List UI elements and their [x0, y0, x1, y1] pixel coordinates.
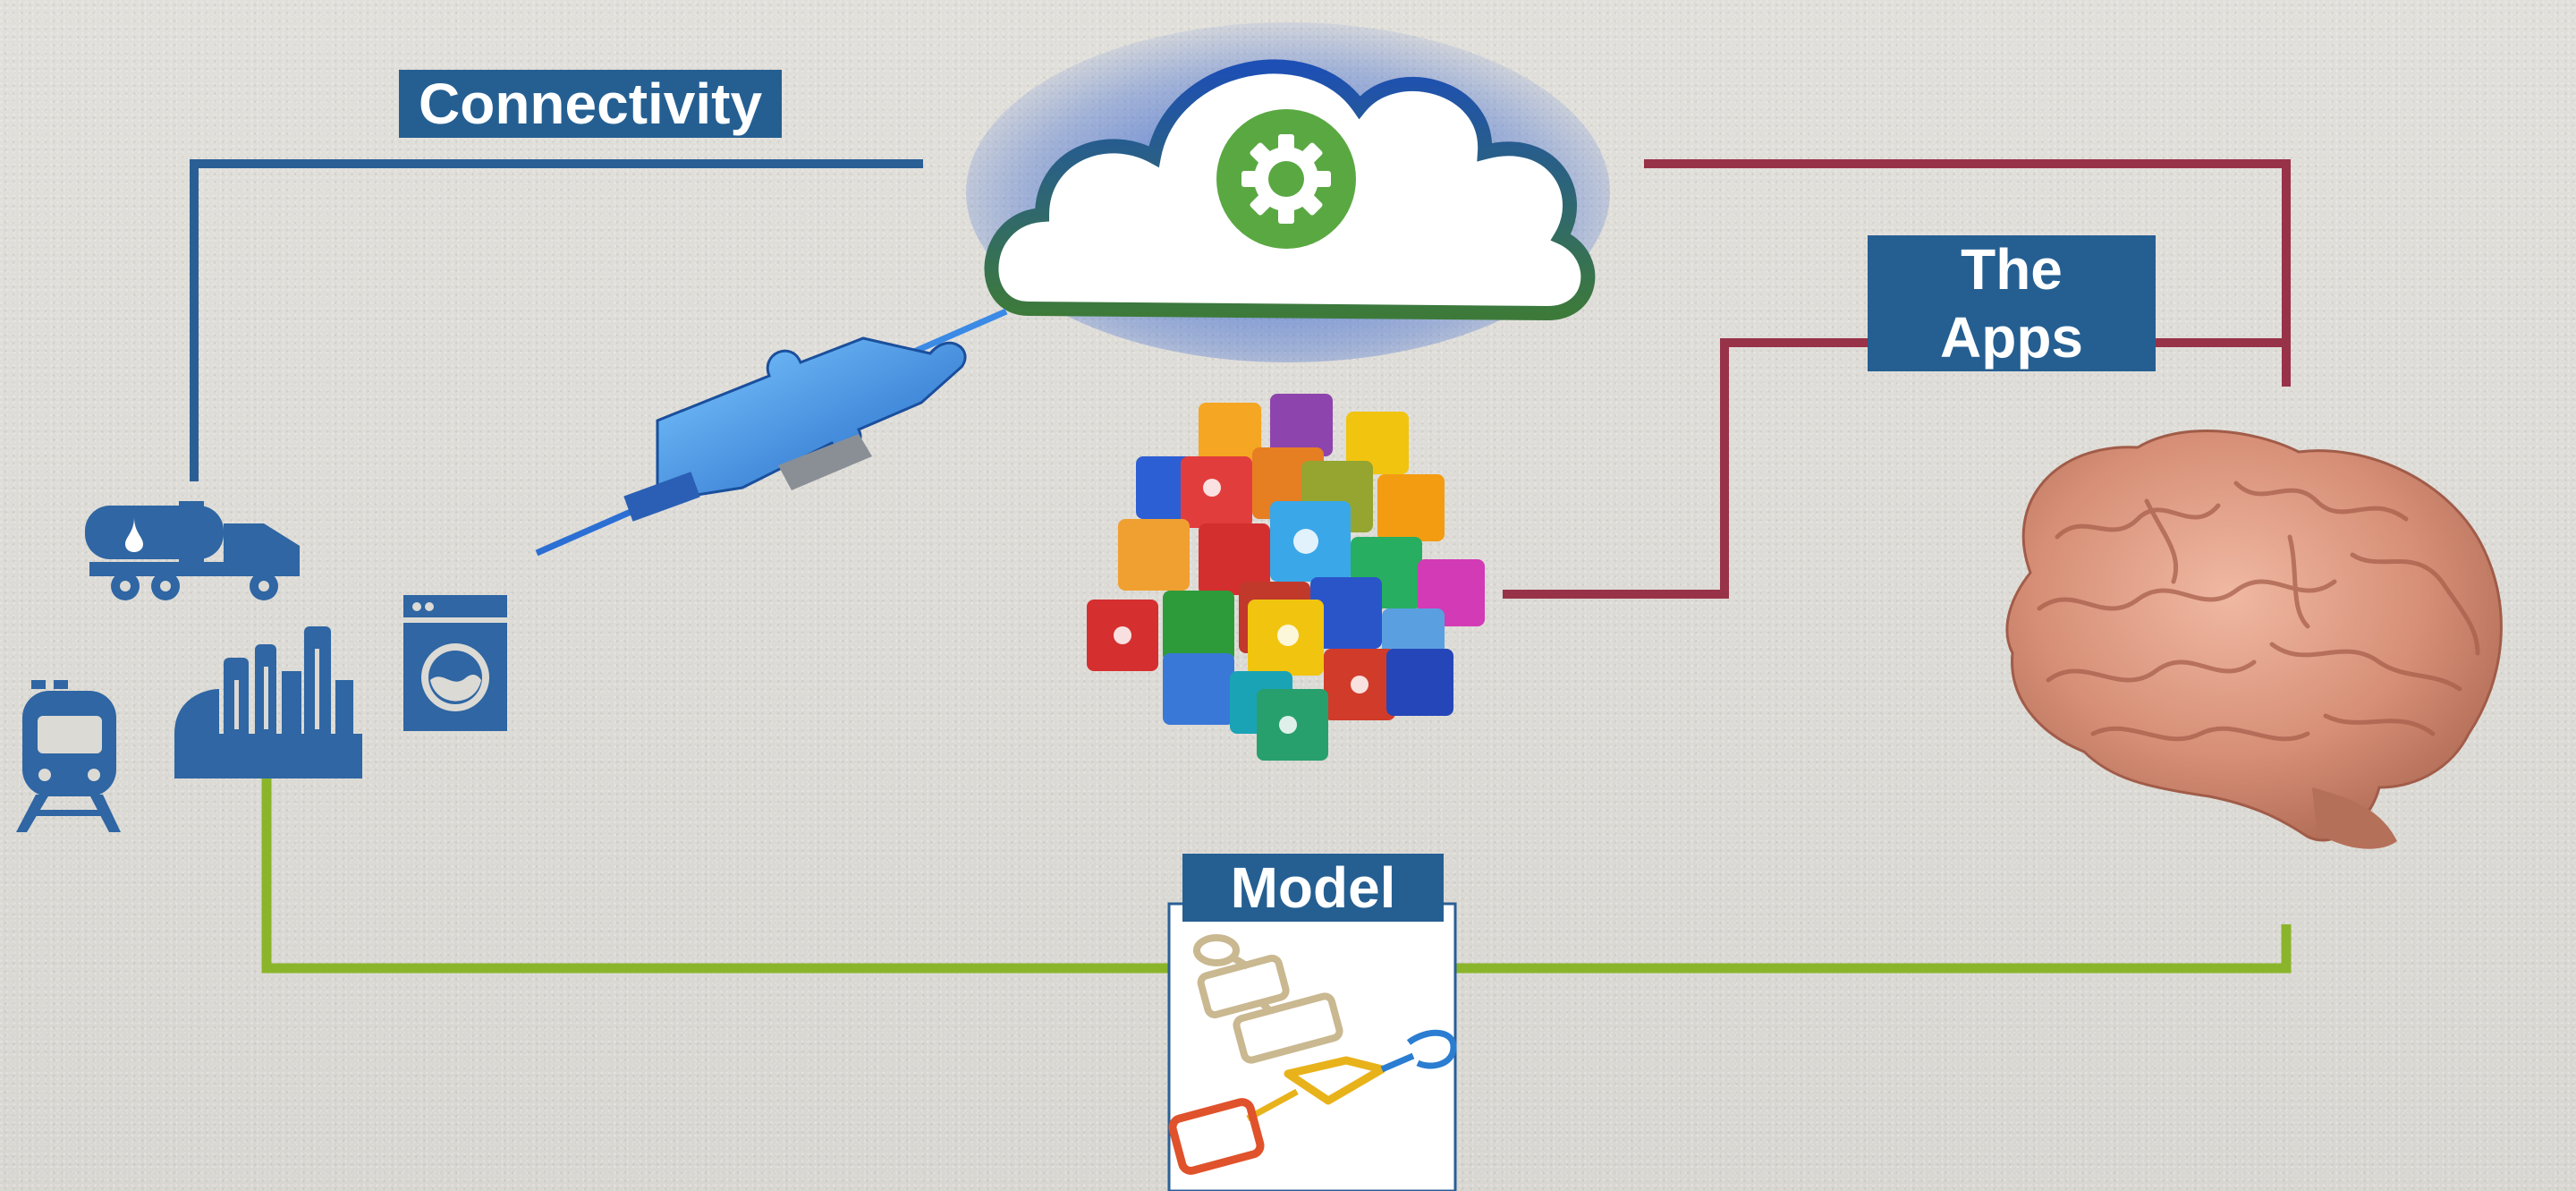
flowchart-icon	[1167, 902, 1457, 1191]
connectivity-line	[190, 159, 923, 481]
model-label: Model	[1182, 854, 1444, 922]
connectivity-label: Connectivity	[399, 70, 782, 138]
washing-machine-icon	[403, 595, 507, 731]
factory-icon	[174, 626, 362, 778]
fuel-truck-icon	[85, 501, 300, 600]
cloud-gear-icon	[966, 22, 1610, 362]
gear-icon	[1216, 109, 1356, 249]
apps-label: The Apps	[1868, 235, 2156, 371]
puzzle-usb-icon	[535, 308, 1008, 557]
app-cubes-icon	[1087, 394, 1485, 761]
brain-icon	[2005, 430, 2503, 849]
model-line	[261, 775, 2292, 974]
train-icon	[16, 680, 121, 832]
